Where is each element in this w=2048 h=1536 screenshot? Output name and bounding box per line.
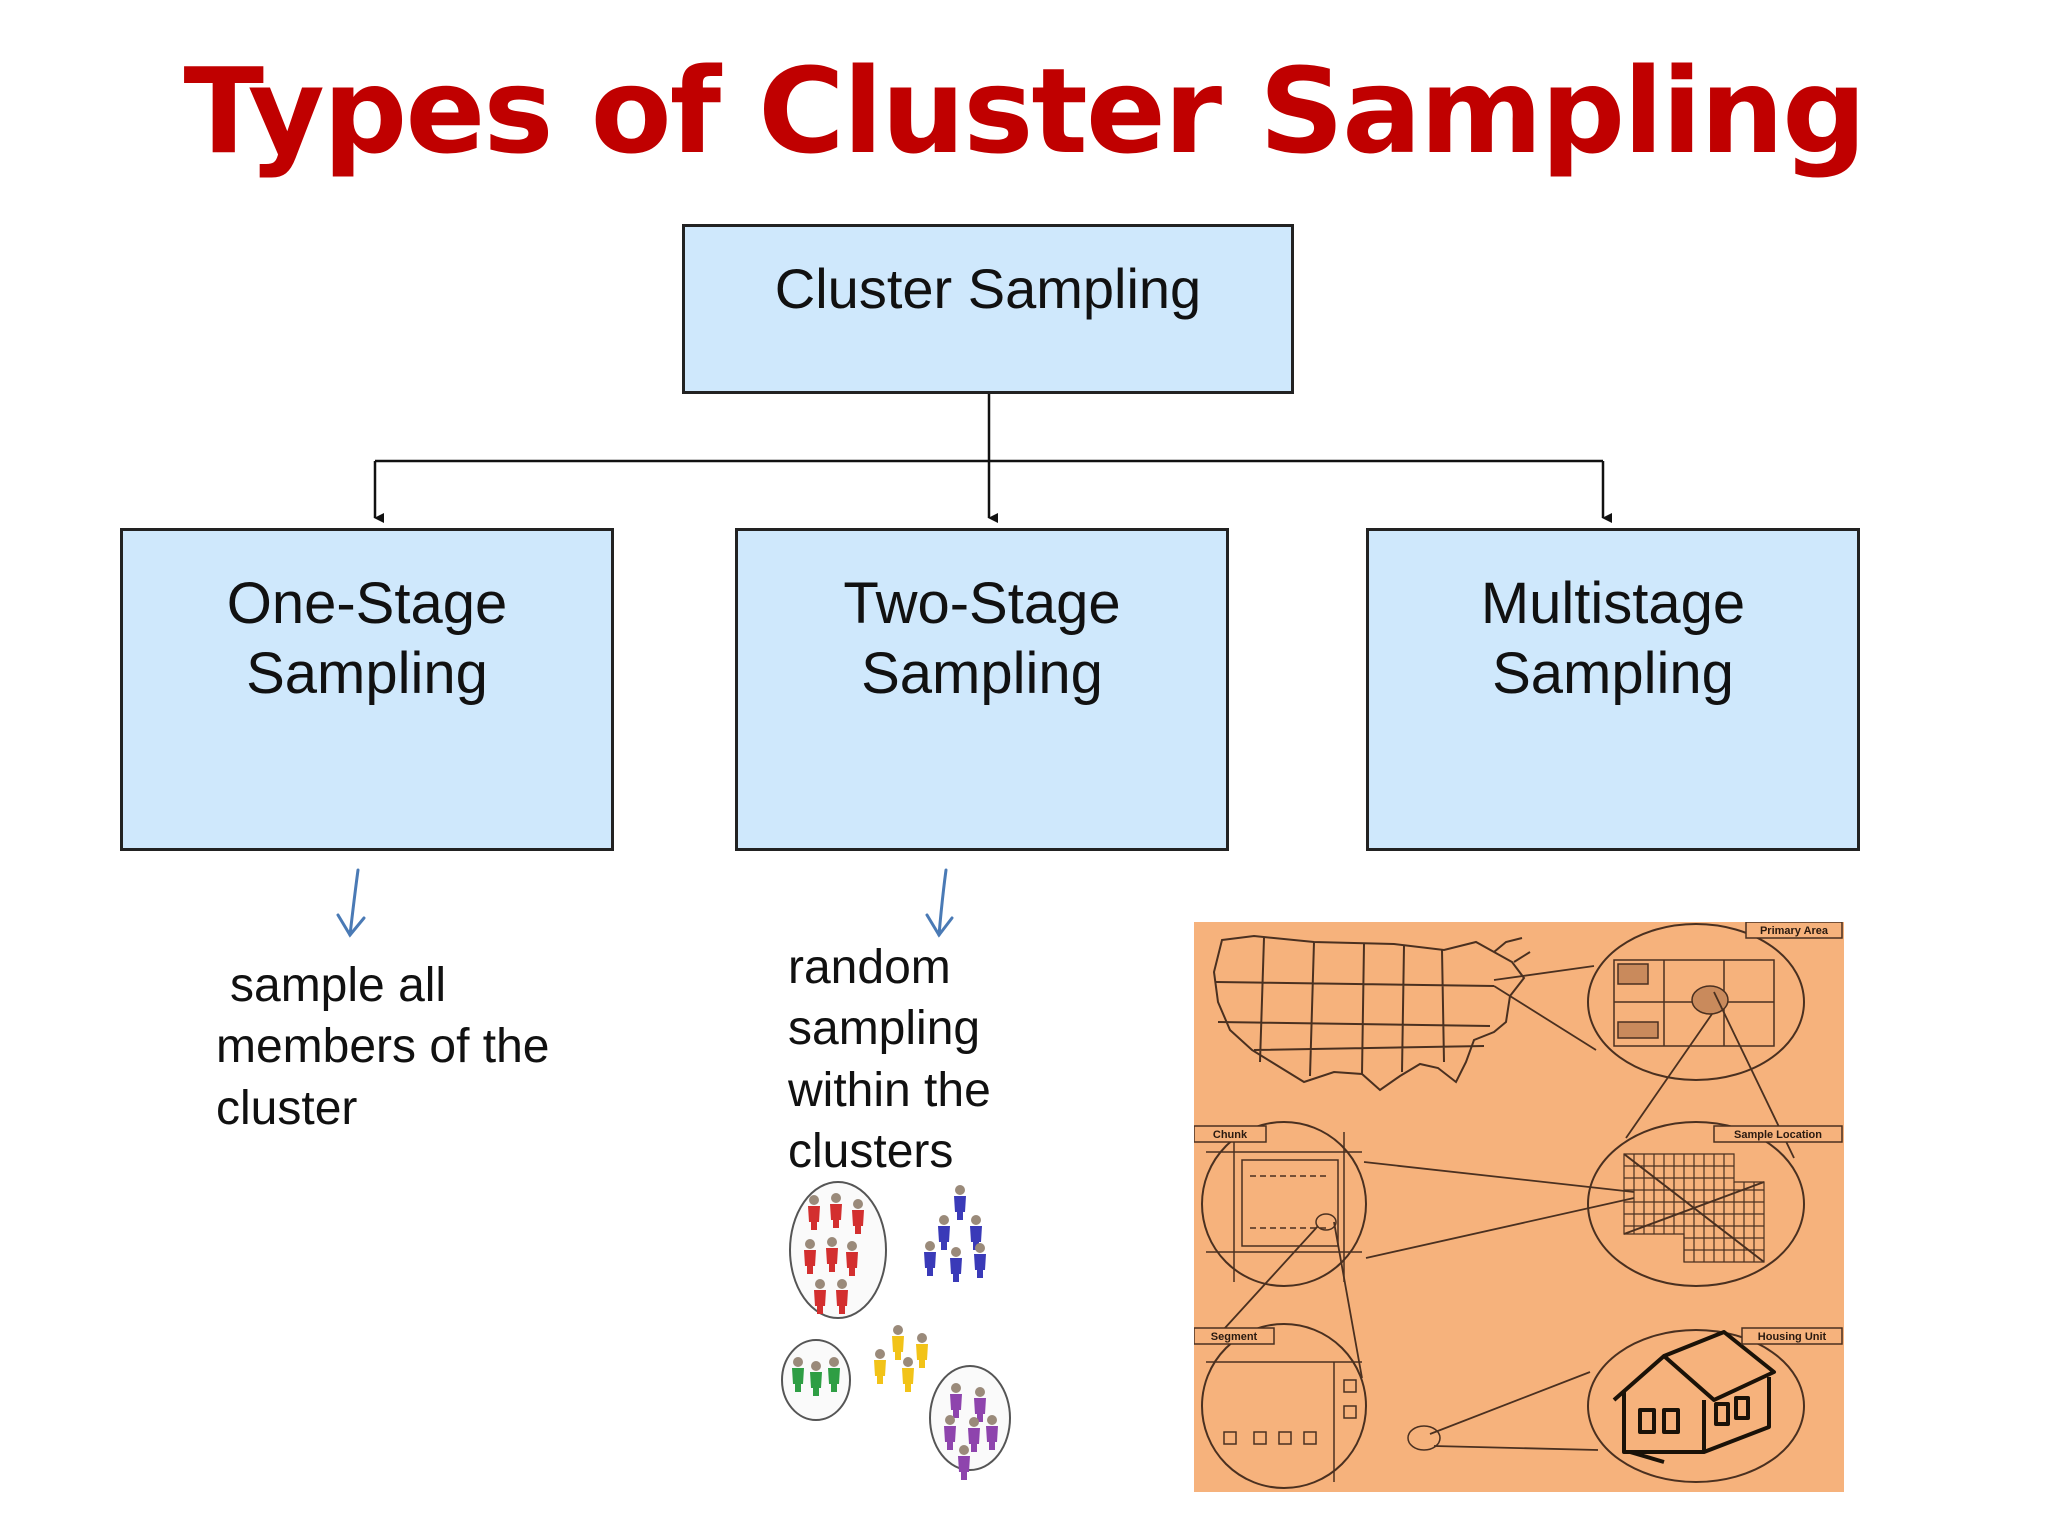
person-head bbox=[975, 1243, 985, 1253]
person-head bbox=[969, 1417, 979, 1427]
people-clusters-illustration bbox=[781, 1181, 1011, 1480]
person-head bbox=[925, 1241, 935, 1251]
zoom-connector-lines bbox=[1213, 965, 1795, 1451]
person-head bbox=[939, 1215, 949, 1225]
person-body bbox=[974, 1398, 986, 1422]
two-stage-label-line2: Sampling bbox=[861, 640, 1103, 706]
people-group-yellow bbox=[874, 1325, 928, 1392]
one-stage-description-line: cluster bbox=[216, 1081, 358, 1135]
person-head bbox=[945, 1415, 955, 1425]
person-body bbox=[792, 1368, 804, 1392]
person-body bbox=[874, 1360, 886, 1384]
one-stage-sampling-box: One-Stage Sampling bbox=[120, 528, 614, 851]
chunk-detail bbox=[1206, 1132, 1362, 1282]
hand-arrow-two-stage bbox=[925, 868, 954, 938]
one-stage-label-line1: One-Stage bbox=[226, 571, 508, 636]
tree-connectors bbox=[336, 394, 1612, 938]
person-body bbox=[916, 1344, 928, 1368]
person-head bbox=[837, 1279, 847, 1289]
person-body bbox=[892, 1336, 904, 1360]
two-stage-description-line: within the bbox=[788, 1063, 991, 1117]
label-chunk: Chunk bbox=[1213, 1129, 1248, 1141]
one-stage-description-line: sample all bbox=[230, 959, 447, 1012]
person-head bbox=[875, 1349, 885, 1359]
person-body bbox=[938, 1226, 950, 1250]
person-body bbox=[814, 1290, 826, 1314]
multistage-label-line1: Multistage bbox=[1480, 571, 1746, 636]
person-head bbox=[827, 1237, 837, 1247]
person-body bbox=[826, 1248, 838, 1272]
label-housing-unit: Housing Unit bbox=[1758, 1331, 1827, 1343]
zoom-circles bbox=[1201, 923, 1805, 1489]
person-head bbox=[987, 1415, 997, 1425]
person-body bbox=[830, 1204, 842, 1228]
hand-arrow-one-stage bbox=[336, 868, 366, 938]
person-body bbox=[902, 1368, 914, 1392]
two-stage-sampling-box: Two-Stage Sampling bbox=[735, 528, 1229, 851]
person-head bbox=[975, 1387, 985, 1397]
two-stage-label-line1: Two-Stage bbox=[843, 571, 1121, 636]
one-stage-label-line2: Sampling bbox=[246, 640, 488, 706]
multistage-sampling-box: Multistage Sampling bbox=[1366, 528, 1860, 851]
cluster-circle bbox=[929, 1365, 1011, 1471]
person-head bbox=[815, 1279, 825, 1289]
person-head bbox=[829, 1357, 839, 1367]
person-head bbox=[811, 1361, 821, 1371]
person-body bbox=[808, 1206, 820, 1230]
person-head bbox=[831, 1193, 841, 1203]
cluster-sampling-label: Cluster Sampling bbox=[774, 257, 1202, 320]
person-body bbox=[836, 1290, 848, 1314]
sample-location-grid bbox=[1623, 1153, 1765, 1263]
person-body bbox=[974, 1254, 986, 1278]
people-group-red bbox=[804, 1193, 864, 1314]
person-head bbox=[917, 1333, 927, 1343]
person-head bbox=[847, 1241, 857, 1251]
person-head bbox=[805, 1239, 815, 1249]
one-stage-description-line: members of the bbox=[216, 1020, 550, 1074]
people-group-purple bbox=[944, 1383, 998, 1480]
person-body bbox=[958, 1456, 970, 1480]
label-tags bbox=[1194, 922, 1843, 1345]
person-head bbox=[955, 1185, 965, 1195]
person-body bbox=[852, 1210, 864, 1234]
label-sample-location: Sample Location bbox=[1734, 1129, 1822, 1141]
person-head bbox=[951, 1247, 961, 1257]
people-group-blue bbox=[924, 1185, 986, 1282]
label-primary-area: Primary Area bbox=[1760, 925, 1829, 937]
person-body bbox=[924, 1252, 936, 1276]
people-group-green bbox=[792, 1357, 840, 1396]
primary-area-detail bbox=[1613, 959, 1775, 1047]
person-body bbox=[950, 1394, 962, 1418]
person-head bbox=[951, 1383, 961, 1393]
person-body bbox=[954, 1196, 966, 1220]
person-head bbox=[903, 1357, 913, 1367]
person-head bbox=[809, 1195, 819, 1205]
person-body bbox=[846, 1252, 858, 1276]
person-body bbox=[968, 1428, 980, 1452]
person-head bbox=[971, 1215, 981, 1225]
two-stage-description-line: clusters bbox=[788, 1125, 954, 1179]
person-head bbox=[893, 1325, 903, 1335]
cluster-sampling-box: Cluster Sampling bbox=[682, 224, 1294, 394]
person-head bbox=[959, 1445, 969, 1455]
two-stage-description-line: sampling bbox=[788, 1002, 981, 1056]
person-body bbox=[828, 1368, 840, 1392]
two-stage-description: random sampling within the clusters bbox=[788, 937, 991, 1183]
us-map bbox=[1212, 934, 1531, 1092]
one-stage-description: sample all members of the cluster bbox=[216, 955, 549, 1139]
multistage-map-illustration: Primary Area Sample Location Chunk Segme… bbox=[1194, 922, 1844, 1492]
person-body bbox=[810, 1372, 822, 1396]
person-body bbox=[804, 1250, 816, 1274]
segment-detail bbox=[1206, 1361, 1441, 1482]
person-head bbox=[793, 1357, 803, 1367]
person-body bbox=[986, 1426, 998, 1450]
person-body bbox=[944, 1426, 956, 1450]
person-head bbox=[853, 1199, 863, 1209]
multistage-label-line2: Sampling bbox=[1492, 640, 1734, 706]
two-stage-description-line: random bbox=[788, 941, 951, 994]
person-body bbox=[950, 1258, 962, 1282]
house-drawing bbox=[1612, 1330, 1776, 1464]
label-segment: Segment bbox=[1211, 1331, 1258, 1343]
page-title: Types of Cluster Sampling bbox=[183, 42, 1866, 180]
